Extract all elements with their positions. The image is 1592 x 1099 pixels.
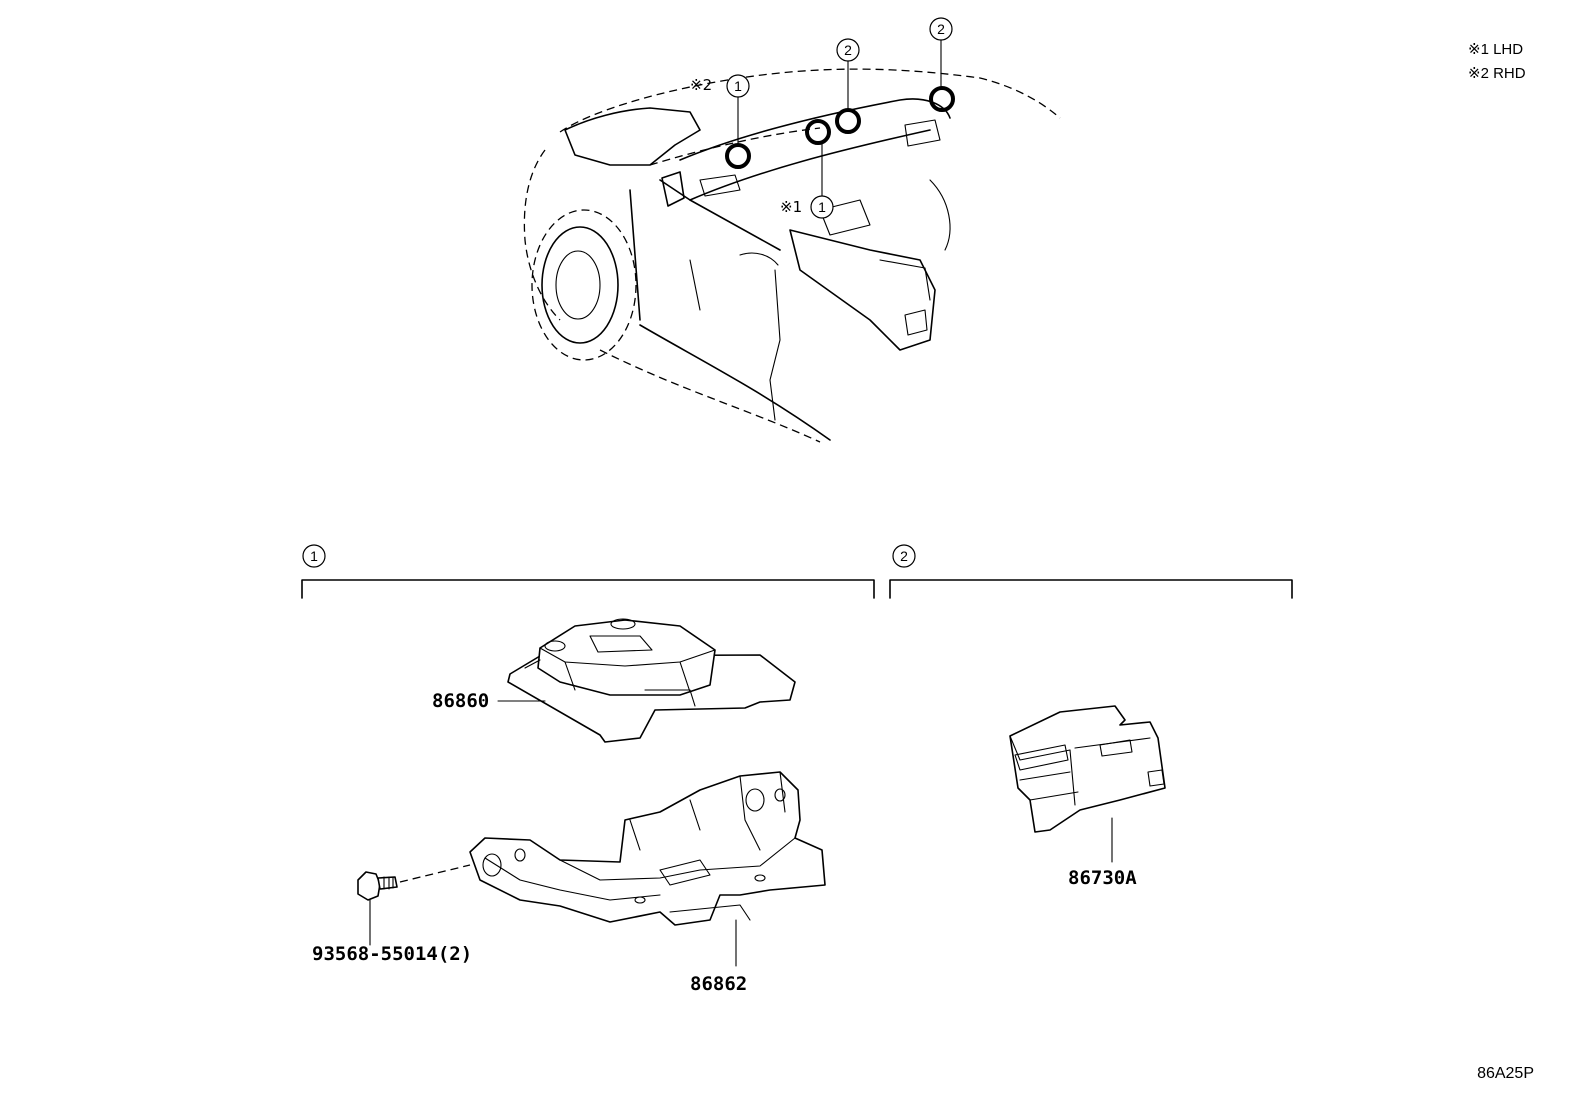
callout-2-right: 2 [929, 17, 953, 41]
svg-text:2: 2 [937, 21, 945, 37]
part-86730A-illustration [1009, 705, 1166, 833]
svg-text:1: 1 [818, 199, 826, 215]
group-1-bracket: 1 [301, 544, 875, 599]
location-ring-1-lhd [805, 119, 831, 145]
legend: ※1 LHD ※2 RHD [1468, 38, 1526, 86]
callout-1-lhd: 1 [810, 195, 834, 219]
part-number-86860: 86860 [432, 690, 489, 712]
part-86862-illustration [469, 771, 826, 926]
location-ring-2-right [929, 86, 955, 112]
location-ring-1-rhd [725, 143, 751, 169]
legend-note-lhd: ※1 LHD [1468, 41, 1524, 58]
vehicle-overview-illustration: 1 ※2 2 2 1 ※1 [523, 17, 1061, 443]
svg-text:1: 1 [734, 78, 742, 94]
legend-note-rhd: ※2 RHD [1468, 65, 1526, 82]
part-number-86730A: 86730A [1068, 867, 1137, 889]
note-mark-rhd: ※2 [690, 76, 712, 94]
group-2-bracket: 2 [889, 544, 1293, 599]
callout-1-rhd: 1 [726, 74, 750, 98]
svg-text:1: 1 [310, 548, 318, 564]
reference-code: 86A25P [1477, 1065, 1534, 1082]
part-number-93568-55014: 93568-55014(2) [312, 943, 472, 965]
part-93568-screw-illustration [357, 871, 398, 901]
note-mark-lhd: ※1 [780, 198, 802, 216]
part-86860-illustration [507, 618, 796, 743]
location-ring-2-center [835, 108, 861, 134]
callout-2-center: 2 [836, 38, 860, 62]
svg-text:2: 2 [844, 42, 852, 58]
svg-text:2: 2 [900, 548, 908, 564]
part-number-86862: 86862 [690, 973, 747, 995]
